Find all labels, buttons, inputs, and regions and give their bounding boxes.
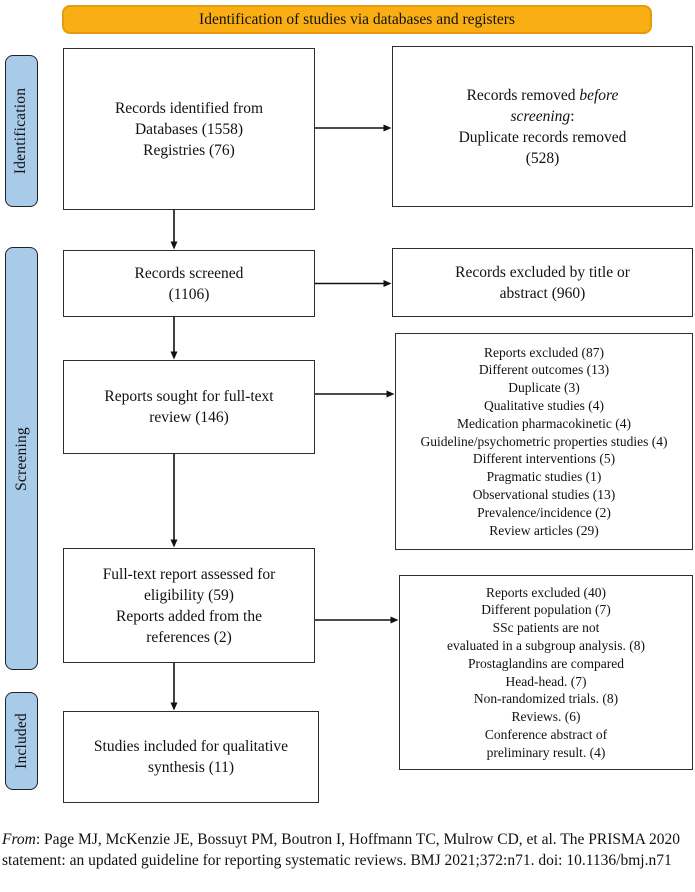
text-line: (1106) — [168, 285, 210, 303]
text-line: Databases (1558) — [134, 120, 244, 138]
text-part: Records removed — [466, 86, 580, 104]
text-line: Guideline/psychometric properties studie… — [420, 433, 668, 449]
text-line: SSc patients are not — [492, 620, 600, 636]
stage-screening-label: Screening — [12, 426, 30, 491]
text-line: Different population (7) — [481, 602, 611, 618]
box-records-excluded-title-abstract: Records excluded by title or abstract (96… — [392, 248, 693, 317]
box-studies-included: Studies included for qualitative synthesi… — [63, 711, 319, 803]
text-line: Duplicate records removed — [458, 128, 627, 146]
text-line: Head-head. (7) — [505, 673, 587, 689]
stage-screening: Screening — [5, 247, 38, 670]
citation: From: Page MJ, McKenzie JE, Bossuyt PM, … — [2, 830, 691, 871]
text-line: synthesis (11) — [148, 759, 234, 776]
text-part-italic: before — [579, 86, 619, 104]
text-line: Reports excluded (87) — [484, 344, 604, 360]
text-line: Records removed before — [467, 85, 619, 106]
citation-lead: From — [2, 831, 36, 848]
text-line: Qualitative studies (4) — [484, 398, 604, 413]
text-line: review (146) — [149, 409, 229, 426]
banner-identification-of-studies: Identification of studies via databases … — [62, 5, 652, 34]
text-line: preliminary result. (4) — [486, 744, 606, 760]
text-line: Studies included for qualitative — [93, 738, 289, 755]
text-line: screening: — [511, 106, 575, 127]
banner-label: Identification of studies via databases … — [199, 10, 515, 28]
text-line: Records identified from — [114, 99, 264, 117]
text-line: Different interventions (5) — [472, 451, 616, 467]
box-fulltext-assessed-eligibility: Full-text report assessed for eligibility… — [63, 548, 315, 663]
text-line: Registries (76) — [143, 141, 235, 159]
stage-included-label: Included — [12, 713, 30, 769]
box-records-screened: Records screened (1106) — [63, 250, 315, 317]
text-line: Non-randomized trials. (8) — [473, 691, 619, 707]
text-line: Prevalence/incidence (2) — [477, 504, 611, 520]
stage-included: Included — [5, 692, 38, 790]
box-reports-excluded-assessed: Reports excluded (40) Different populatio… — [399, 575, 693, 770]
text-line: Duplicate (3) — [508, 380, 580, 396]
text-line: Different outcomes (13) — [478, 362, 610, 378]
stage-identification: Identification — [5, 55, 38, 207]
text-line: references (2) — [146, 628, 232, 646]
stage-identification-label: Identification — [12, 87, 30, 175]
box-reports-excluded-fulltext: Reports excluded (87) Different outcomes … — [395, 333, 693, 550]
text-line: abstract (960) — [499, 284, 586, 302]
text-line: eligibility (59) — [144, 586, 234, 604]
text-line: Prostaglandins are compared — [468, 655, 624, 671]
text-line: Medication pharmacokinetic (4) — [457, 415, 631, 431]
text-line: Observational studies (13) — [472, 486, 616, 502]
text-part-italic: screening — [510, 107, 571, 125]
text-line: Conference abstract of — [484, 726, 608, 742]
text-line: Records screened — [134, 264, 244, 282]
box-records-removed: Records removed before screening: Duplic… — [392, 46, 693, 207]
citation-text: : Page MJ, McKenzie JE, Bossuyt PM, Bout… — [2, 831, 680, 869]
text-line: Reports excluded (40) — [486, 584, 606, 600]
text-part: : — [570, 107, 575, 125]
text-line: Records excluded by title or — [455, 263, 630, 281]
text-line: Reports added from the — [116, 607, 262, 625]
box-reports-sought-fulltext: Reports sought for full-text review (146) — [63, 360, 315, 454]
text-line: Review articles (29) — [489, 522, 599, 538]
text-line: Reports sought for full-text — [104, 388, 274, 405]
text-line: Full-text report assessed for — [102, 565, 276, 583]
text-line: evaluated in a subgroup analysis. (8) — [447, 637, 645, 653]
text-line: Pragmatic studies (1) — [486, 469, 602, 485]
text-line: (528) — [525, 149, 560, 167]
text-line: Reviews. (6) — [511, 709, 581, 725]
